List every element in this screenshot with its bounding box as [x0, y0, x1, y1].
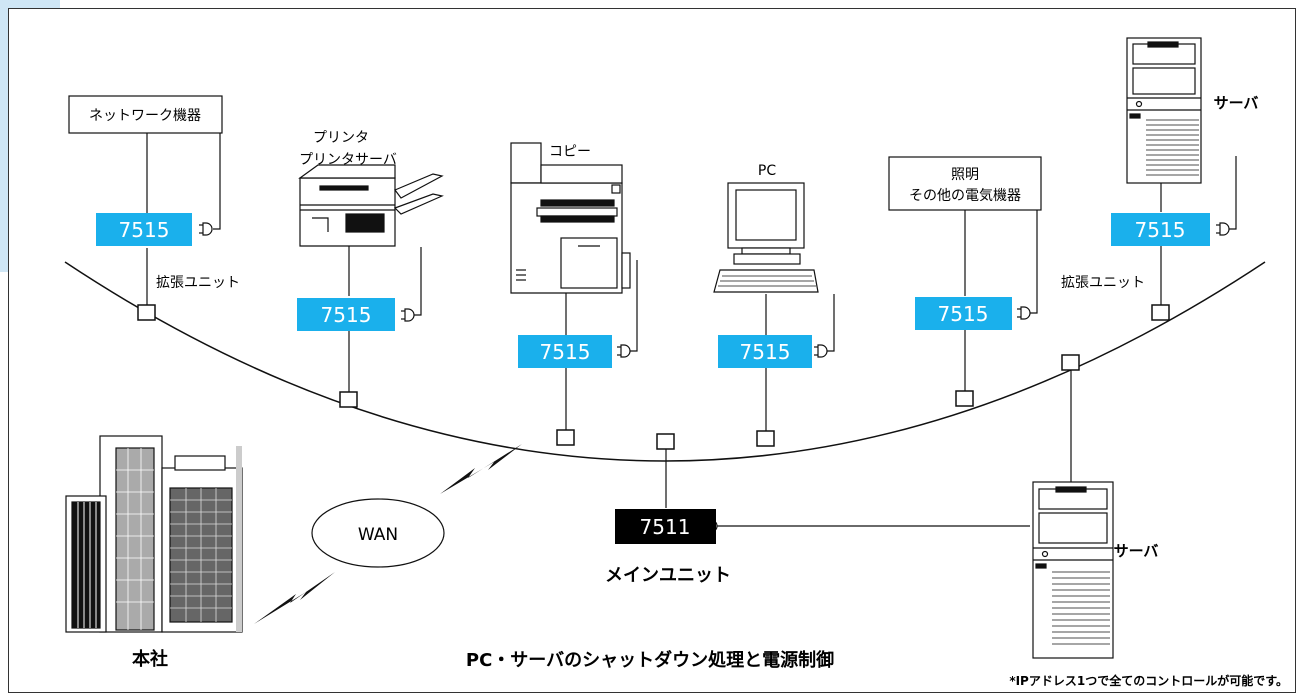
unit-labels: 7515 7515 7515 7515 7515 7515 7511 [119, 218, 1186, 539]
unit-label-printer: 7515 [321, 303, 372, 327]
expansion-label-left: 拡張ユニット [156, 275, 240, 291]
decor-strip [0, 0, 9, 272]
wan-cloud [311, 498, 445, 568]
server-top-label: サーバ [1214, 94, 1259, 112]
unit-box-copy [518, 335, 612, 368]
plug-icon [617, 344, 631, 358]
copier-icon [510, 142, 631, 294]
footnote: *IPアドレス1つで全てのコントロールが可能です。 [1009, 673, 1288, 688]
main-unit-caption: メインユニット [605, 565, 731, 586]
pc-label: PC [758, 163, 776, 179]
network-device-label: ネットワーク機器 [89, 108, 201, 124]
main-unit-box [615, 509, 716, 544]
printer-label-1: プリンタ [313, 130, 369, 146]
network-curve [64, 261, 1266, 462]
lightning-icon [254, 444, 522, 624]
lighting-label-2: その他の電気機器 [909, 188, 1021, 204]
junction-boxes [137, 304, 1170, 450]
lighting-label-1: 照明 [951, 167, 979, 183]
unit-label-lighting: 7515 [938, 302, 989, 326]
plug-icons [199, 222, 1230, 533]
main-unit-label: 7511 [640, 515, 691, 539]
pc-icon [713, 182, 819, 293]
unit-box-lighting [915, 297, 1012, 330]
expansion-label-right: 拡張ユニット [1061, 275, 1145, 291]
plug-icon [1017, 306, 1031, 320]
printer-label-2: プリンタサーバ [299, 152, 397, 168]
plug-icon [814, 344, 828, 358]
network-device-box [68, 95, 223, 134]
decor-tab [0, 0, 60, 9]
diagram-title: PC・サーバのシャットダウン処理と電源制御 [466, 649, 834, 671]
server-icon-bottom [1032, 481, 1114, 659]
unit-box-printer [297, 298, 395, 331]
copy-label: コピー [549, 144, 591, 160]
server-icon-top [1126, 37, 1202, 184]
plug-icon [401, 308, 415, 322]
unit-label-copy: 7515 [540, 340, 591, 364]
unit-label-server: 7515 [1135, 218, 1186, 242]
headquarters-building-icon [65, 435, 243, 633]
unit-label-network: 7515 [119, 218, 170, 242]
wan-label: WAN [358, 525, 398, 545]
diagram-border [8, 8, 1296, 693]
unit-boxes [96, 213, 1210, 544]
unit-box-network [96, 213, 192, 246]
unit-box-pc [718, 335, 812, 368]
printer-icon [298, 164, 444, 247]
lighting-device-box [888, 156, 1042, 211]
hq-label: 本社 [132, 648, 168, 670]
unit-label-pc: 7515 [740, 340, 791, 364]
server-bottom-label: サーバ [1114, 542, 1159, 560]
connection-lines [146, 133, 1237, 527]
plug-icon [1216, 222, 1230, 236]
plug-icon [199, 222, 213, 236]
unit-box-server [1111, 213, 1210, 246]
